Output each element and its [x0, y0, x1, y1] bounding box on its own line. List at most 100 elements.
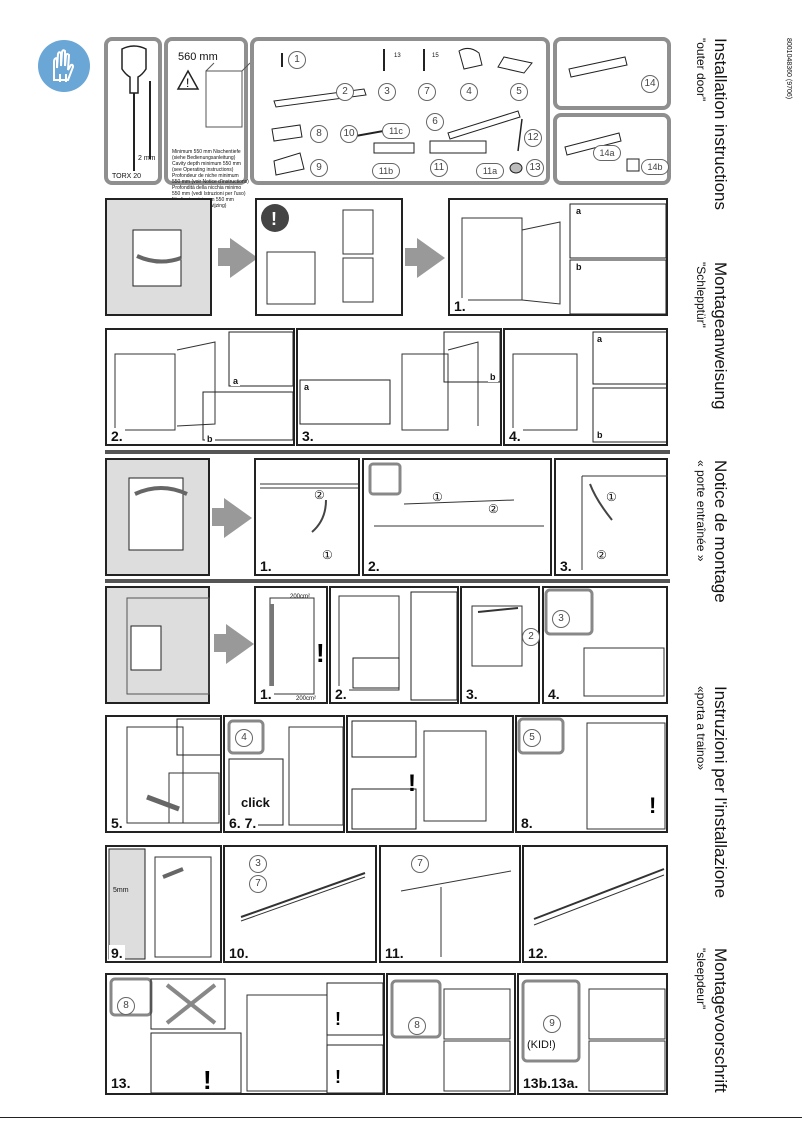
step-warning-panel: ! — [255, 198, 403, 316]
it-step-1-label: 1. — [258, 686, 274, 702]
step-door-swap — [105, 198, 212, 316]
s10-part-3: 3 — [249, 855, 267, 873]
it1-warning: ! — [316, 638, 325, 668]
part-13: 13 — [526, 159, 544, 177]
part-11c: 11c — [382, 123, 410, 139]
part-5: 5 — [510, 83, 528, 101]
part-14a: 14a — [593, 145, 621, 161]
step13-warning-1: ! — [203, 1065, 212, 1095]
step8a-warning: ! — [408, 770, 416, 797]
step-1-panel: a b 1. — [448, 198, 668, 316]
step-2-panel: a b 2. — [105, 328, 295, 446]
it3-part-2: 2 — [522, 628, 540, 646]
step-2-a: a — [231, 376, 241, 386]
fr-step-2-label: 2. — [366, 558, 382, 574]
it-step-1: ! 200cm² 200cm² 1. — [254, 586, 328, 704]
vent-bottom: 200cm² — [296, 696, 317, 702]
s8-part-5: 5 — [523, 729, 541, 747]
gloves-icon — [38, 40, 90, 92]
step-9-panel: 5mm 9. — [105, 845, 222, 963]
part-10: 10 — [340, 125, 358, 143]
niche-dim: 560 mm — [178, 51, 218, 63]
step-11-label: 11. — [383, 945, 406, 961]
flow-arrow-body — [218, 248, 232, 266]
fr-step-1-label: 1. — [258, 558, 274, 574]
flow-arrow — [230, 238, 258, 278]
step-67-panel: 4 click 6. 7. — [223, 715, 345, 833]
step-8a-panel: ! — [346, 715, 514, 833]
s13-part-8: 8 — [117, 997, 135, 1015]
it-step-4-label: 4. — [546, 686, 562, 702]
section-divider — [105, 450, 670, 454]
flow-arrow-body — [405, 248, 419, 266]
it-step-3-label: 3. — [464, 686, 480, 702]
step-door-close — [105, 458, 210, 576]
flow-arrow-body — [212, 508, 226, 526]
s67-part-4: 4 — [235, 729, 253, 747]
flow-arrow — [224, 498, 252, 538]
step-3-panel: a b 3. — [296, 328, 502, 446]
bottom-rule — [0, 1117, 802, 1118]
step-13b-panel: 8 — [386, 973, 516, 1095]
step-4-b: b — [595, 430, 605, 440]
s11-part-7: 7 — [411, 855, 429, 873]
step-2-b: b — [205, 434, 215, 444]
fr2-circle-2: ② — [488, 502, 499, 516]
part14ab-box: 14a 14b — [553, 113, 671, 185]
gap-label: 5mm — [113, 887, 129, 894]
title-it: Instruzioni per l'installazione — [711, 686, 730, 899]
fr-step-1: ② ① 1. — [254, 458, 360, 576]
part-3: 3 — [378, 83, 396, 101]
part-8: 8 — [310, 125, 328, 143]
subtitle-fr: « porte entraînée » — [694, 460, 708, 562]
title-nl: Montagevoorschrift — [711, 948, 730, 1093]
step-13a-panel: 9 (KID!) 13b.13a. — [517, 973, 668, 1095]
step-13-label: 13. — [109, 1075, 133, 1091]
part-6: 6 — [426, 113, 444, 131]
step-12-panel: 12. — [522, 845, 668, 963]
fr1-circle-1: ① — [322, 548, 333, 562]
part-1: 1 — [288, 51, 306, 69]
step13-warning-3: ! — [335, 1067, 341, 1087]
part-14: 14 — [641, 75, 659, 93]
step-10-label: 10. — [227, 945, 251, 961]
click-label: click — [241, 795, 270, 810]
step-3-a: a — [302, 382, 312, 392]
part-4: 4 — [460, 83, 478, 101]
step-niche-overview — [105, 586, 210, 704]
part-14b: 14b — [641, 159, 669, 175]
tools-box: 2 mm TORX 20 — [104, 37, 162, 185]
step-13-panel: ! ! ! 8 13. — [105, 973, 385, 1095]
warning-mark: ! — [271, 209, 277, 229]
kid-label: (KID!) — [527, 1039, 556, 1051]
fr-step-2: ① ② 2. — [362, 458, 552, 576]
doc-code: 8001048360 (9706) — [785, 38, 792, 100]
step-67-label: 6. 7. — [227, 815, 259, 831]
step8-warning: ! — [649, 793, 656, 818]
step-5-panel: 5. — [105, 715, 222, 833]
step-11-panel: 7 11. — [379, 845, 521, 963]
dim-13: 13 — [394, 53, 401, 59]
step-13b-label: 13b.13a. — [521, 1075, 581, 1091]
step-4-panel: a b 4. — [503, 328, 668, 446]
fr3-circle-2: ② — [596, 548, 607, 562]
flow-arrow — [417, 238, 445, 278]
part-12: 12 — [524, 129, 542, 147]
fr-step-3: ① ② 3. — [554, 458, 668, 576]
part-7: 7 — [418, 83, 436, 101]
title-en: Installation instructions — [711, 38, 730, 210]
step13-warning-2: ! — [335, 1009, 341, 1029]
step-12-label: 12. — [526, 945, 550, 961]
part-9: 9 — [310, 159, 328, 177]
it4-part-3: 3 — [552, 610, 570, 628]
bit-size: 2 mm — [138, 155, 156, 162]
subtitle-it: «porta a traino» — [694, 686, 708, 771]
fr-step-3-label: 3. — [558, 558, 574, 574]
svg-text:!: ! — [186, 76, 189, 90]
part-2: 2 — [336, 83, 354, 101]
vent-top: 200cm² — [290, 594, 311, 600]
step-3-label: 3. — [300, 428, 316, 444]
parts-box: 1 2 3 13 7 15 4 5 6 8 10 11c 12 9 11b 11… — [250, 37, 550, 185]
subtitle-nl: "sleepdeur" — [694, 948, 708, 1010]
step-4-label: 4. — [507, 428, 523, 444]
